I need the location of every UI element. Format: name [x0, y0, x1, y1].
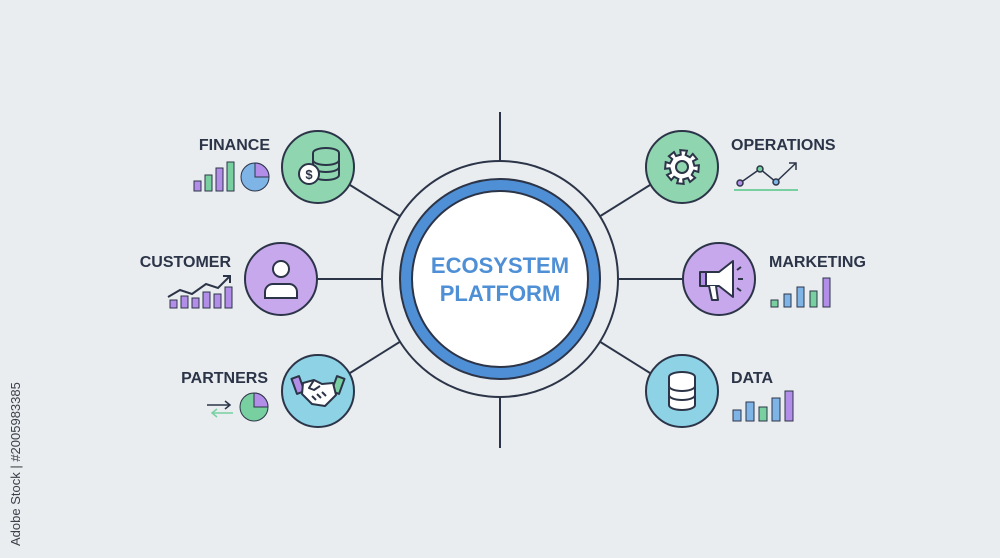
center-title-line2: PLATFORM: [440, 281, 561, 306]
customer-growth-chart-icon: [167, 275, 233, 309]
gear-icon: [663, 148, 701, 186]
stock-watermark: Adobe Stock | #2005983385: [4, 300, 24, 550]
operations-label: OPERATIONS: [731, 137, 836, 154]
watermark-text: Adobe Stock | #2005983385: [8, 382, 23, 546]
data-label: DATA: [731, 370, 774, 387]
finance-label: FINANCE: [199, 137, 270, 154]
hub-core: [411, 190, 589, 368]
partners-label: PARTNERS: [181, 370, 268, 387]
node-operations: OPERATIONS: [645, 130, 836, 204]
connector-data: [593, 337, 651, 374]
data-bar-chart-icon: [732, 390, 794, 422]
operations-trend-icon: [734, 162, 798, 191]
exchange-arrows-icon: [207, 400, 233, 418]
marketing-label: MARKETING: [769, 254, 866, 271]
partners-pie-chart-icon: [239, 392, 269, 422]
node-data: DATA: [645, 354, 794, 428]
coins-icon: $: [298, 147, 340, 185]
node-marketing: MARKETING: [682, 242, 866, 316]
connector-operations: [593, 184, 651, 221]
handshake-icon: [290, 375, 346, 407]
finance-bar-chart-icon: [193, 161, 235, 192]
customer-circle: [244, 242, 318, 316]
customer-label: CUSTOMER: [140, 254, 232, 271]
node-finance: $ FINANCE: [193, 130, 355, 204]
center-title-line1: ECOSYSTEM: [431, 253, 569, 278]
node-customer: CUSTOMER: [140, 242, 318, 316]
node-partners: PARTNERS: [181, 354, 355, 428]
center-hub: ECOSYSTEM PLATFORM: [381, 160, 619, 398]
marketing-bar-chart-icon: [770, 277, 831, 308]
connector-partners: [349, 337, 407, 374]
database-icon: [668, 371, 696, 411]
user-icon: [264, 260, 298, 299]
svg-text:$: $: [305, 167, 313, 182]
megaphone-icon: [699, 260, 743, 301]
connector-finance: [349, 184, 407, 221]
finance-pie-chart-icon: [240, 162, 270, 192]
